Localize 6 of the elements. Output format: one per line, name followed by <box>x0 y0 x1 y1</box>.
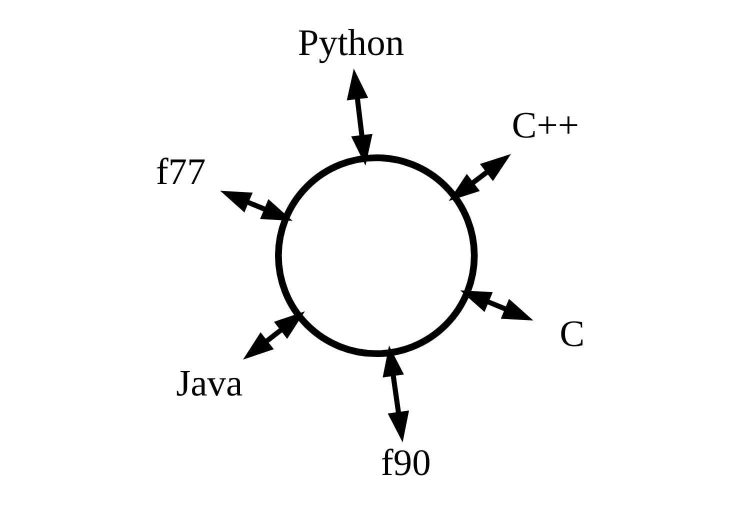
node-text: C <box>560 314 585 356</box>
node-text: f90 <box>380 443 431 484</box>
node-text: Java <box>176 363 243 404</box>
node-text: C++ <box>512 106 580 147</box>
node-text: f77 <box>156 152 206 193</box>
node-text: Python <box>298 23 404 64</box>
